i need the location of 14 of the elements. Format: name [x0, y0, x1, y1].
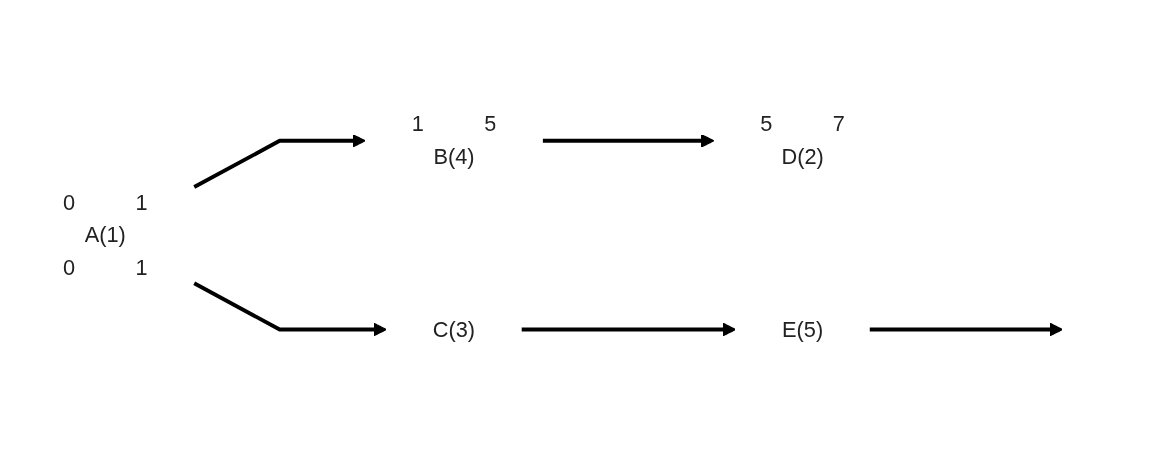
arrow: [193, 133, 366, 189]
node-text: D(2): [781, 143, 824, 169]
node-text: A(1): [84, 221, 126, 247]
node-text: C(3): [432, 316, 476, 342]
node-text: E(5): [782, 316, 824, 342]
node-label: 1 5: [411, 111, 497, 137]
node-text: B(4): [433, 143, 475, 169]
node-label: 0 1: [63, 189, 148, 215]
arrow: [869, 322, 1063, 337]
arrow: [193, 281, 387, 337]
arrow: [521, 322, 737, 337]
node-label: 0 1: [63, 254, 148, 280]
node-label: 5 7: [760, 111, 845, 137]
arrow: [542, 133, 715, 148]
